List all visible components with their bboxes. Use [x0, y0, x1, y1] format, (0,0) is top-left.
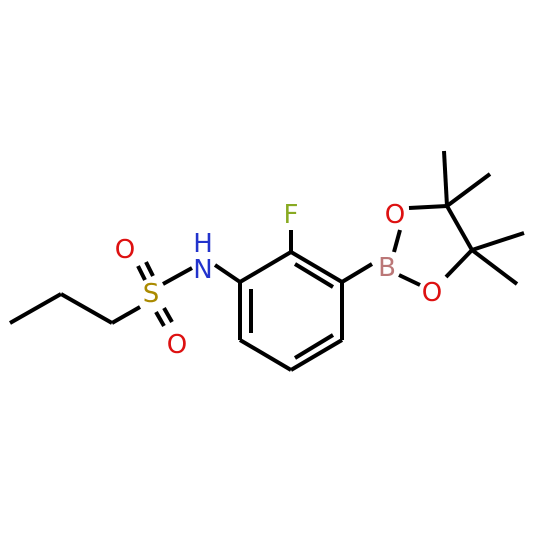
bond	[444, 248, 474, 279]
atom-oxygen-bottom: O	[167, 330, 187, 360]
atom-oxygen-ring-upper: O	[385, 200, 405, 230]
atom-oxygen-top: O	[115, 235, 135, 265]
bond	[289, 338, 344, 372]
bond	[398, 273, 421, 287]
atom-fluorine: F	[284, 200, 299, 230]
bond	[442, 150, 449, 207]
bond	[238, 338, 293, 372]
bond	[293, 262, 335, 289]
bond	[445, 172, 492, 208]
bond	[445, 205, 474, 251]
bond	[162, 266, 193, 286]
bond	[470, 248, 519, 286]
atom-sulfur: S	[143, 279, 160, 309]
bond	[9, 292, 62, 325]
atom-hydrogen: H	[193, 229, 213, 259]
bond	[408, 204, 448, 210]
bond	[238, 250, 293, 284]
bond	[154, 311, 166, 327]
bond	[293, 333, 335, 360]
atom-oxygen-ring-lower: O	[422, 278, 442, 308]
bond	[111, 305, 141, 325]
bond	[144, 261, 155, 277]
bond	[213, 263, 242, 284]
bond	[289, 250, 344, 284]
atom-nitrogen: N	[193, 255, 212, 285]
bond	[392, 229, 402, 253]
bond	[136, 265, 147, 281]
bond	[162, 307, 174, 323]
bond	[340, 262, 374, 284]
bond	[471, 231, 525, 252]
bond	[60, 292, 113, 325]
atom-boron: B	[378, 253, 396, 283]
